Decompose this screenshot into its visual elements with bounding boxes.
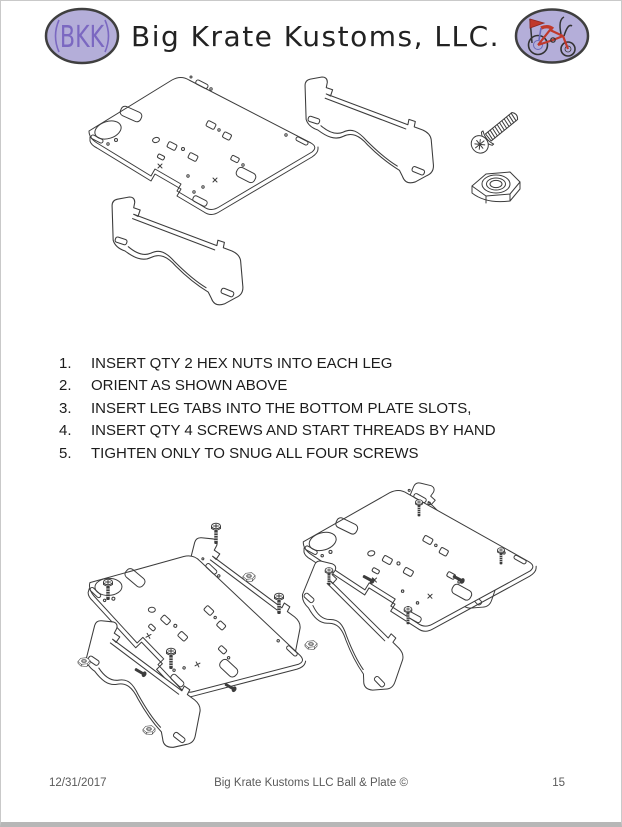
- instruction-text: TIGHTEN ONLY TO SNUG ALL FOUR SCREWS: [91, 444, 419, 462]
- page-header: BKK Big Krate Kustoms, LLC.: [43, 5, 591, 67]
- footer-doc-title: Big Krate Kustoms LLC Ball & Plate ©: [214, 777, 408, 789]
- instruction-item: 5. TIGHTEN ONLY TO SNUG ALL FOUR SCREWS: [59, 443, 585, 465]
- instruction-item: 1. INSERT QTY 2 HEX NUTS INTO EACH LEG: [59, 353, 585, 375]
- instruction-item: 3. INSERT LEG TABS INTO THE BOTTOM PLATE…: [59, 398, 585, 420]
- instruction-list: 1. INSERT QTY 2 HEX NUTS INTO EACH LEG 2…: [59, 353, 585, 465]
- assembly-figure: [1, 459, 621, 774]
- exploded-parts-figure: [1, 59, 621, 353]
- leg-left-drawing: [111, 196, 244, 306]
- footer-page-number: 15: [552, 777, 565, 789]
- hex-nut-drawing: [471, 171, 521, 204]
- instruction-item: 2. ORIENT AS SHOWN ABOVE: [59, 375, 585, 397]
- instruction-number: 4.: [59, 422, 72, 440]
- top-plate-drawing: [88, 75, 319, 215]
- instruction-text: INSERT LEG TABS INTO THE BOTTOM PLATE SL…: [91, 399, 472, 417]
- instruction-number: 5.: [59, 444, 72, 462]
- footer-date: 12/31/2017: [49, 777, 107, 789]
- instruction-item: 4. INSERT QTY 4 SCREWS AND START THREADS…: [59, 420, 585, 442]
- bkk-logo-icon: BKK: [44, 7, 120, 65]
- bkk-logo-text: BKK: [60, 20, 105, 55]
- leg-right-drawing: [304, 76, 434, 184]
- assembled-unit-drawing: [276, 478, 540, 699]
- screw-drawing: [470, 112, 519, 154]
- instruction-number: 3.: [59, 399, 72, 417]
- page-footer: 12/31/2017 Big Krate Kustoms LLC Ball & …: [49, 777, 573, 793]
- instruction-text: INSERT QTY 2 HEX NUTS INTO EACH LEG: [91, 355, 393, 372]
- tricycle-icon: [514, 8, 590, 64]
- instruction-number: 2.: [59, 377, 72, 395]
- instruction-text: ORIENT AS SHOWN ABOVE: [91, 377, 288, 395]
- exploded-unit-drawing: [66, 522, 326, 754]
- instruction-number: 1.: [59, 355, 72, 372]
- instruction-text: INSERT QTY 4 SCREWS AND START THREADS BY…: [91, 422, 496, 440]
- company-title: Big Krate Kustoms, LLC.: [131, 19, 501, 53]
